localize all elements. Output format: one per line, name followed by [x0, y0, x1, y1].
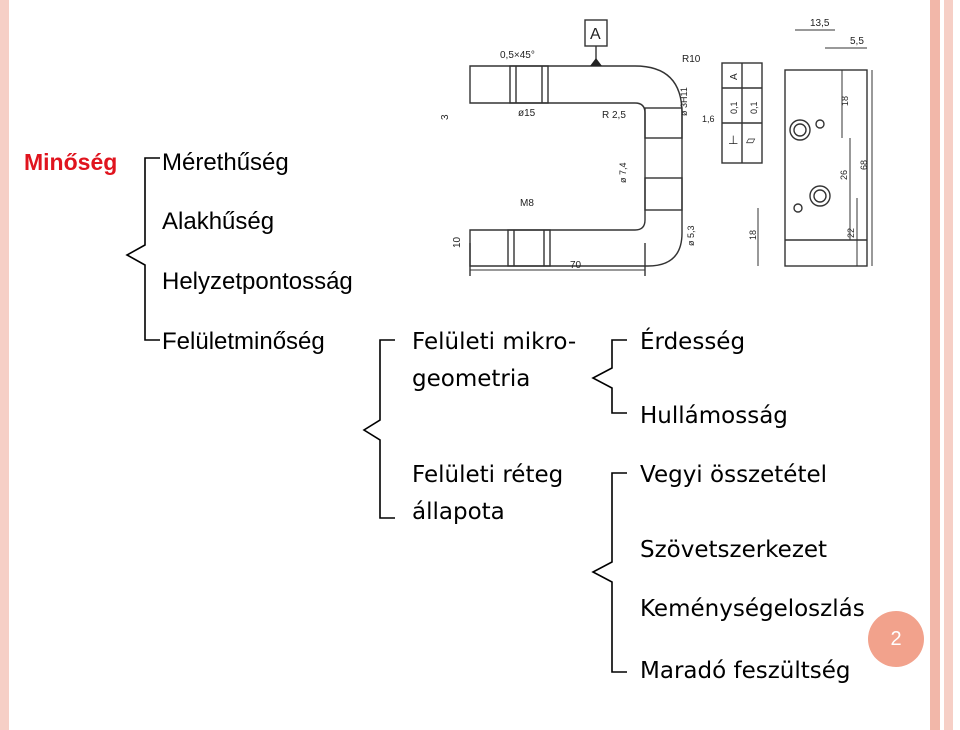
dimension-26-label: 26	[839, 170, 849, 180]
dimension-5-5-label: 5,5	[850, 36, 864, 47]
tolerance-0-1-first: 0,1	[729, 101, 739, 114]
root-bracket	[125, 157, 160, 341]
right-edge-strip-outer	[944, 0, 953, 730]
chamfer-label: 0,5×45°	[500, 50, 535, 61]
dimension-18-label: 18	[840, 96, 850, 106]
radius-2-5-label: R 2,5	[602, 110, 626, 121]
node-waviness: Hullámosság	[640, 403, 788, 429]
right-edge-strip	[930, 0, 940, 730]
dimension-13-5-label: 13,5	[810, 18, 830, 29]
left-edge-strip	[0, 0, 9, 730]
node-residual-stress: Maradó feszültség	[640, 658, 851, 684]
dimension-70-label: 70	[570, 260, 582, 271]
perpendicularity-symbol: ⊥	[728, 133, 738, 147]
node-surface-layer-line2: állapota	[412, 499, 505, 525]
dimension-18-bottom-label: 18	[748, 230, 758, 240]
node-microgeometry-line1: Felületi mikro-	[412, 329, 577, 355]
diameter-7-4-label: ø 7,4	[618, 162, 628, 183]
dimension-10-label: 10	[452, 236, 463, 248]
diameter-15-label: ø15	[518, 108, 536, 119]
tolerance-1-6-label: 1,6	[702, 114, 715, 124]
thread-m8-label: M8	[520, 198, 534, 209]
node-hardness-distribution: Keménységeloszlás	[640, 596, 865, 622]
node-roughness: Érdesség	[640, 329, 746, 355]
technical-drawing: A 0,5×45° ø15 R10 R 2,5 ø 3H11 1,6 ø 7,4…	[440, 18, 873, 276]
microgeometry-bracket	[591, 339, 627, 414]
layer-bracket	[591, 472, 627, 673]
tolerance-datum-a: A	[729, 73, 740, 80]
node-microstructure: Szövetszerkezet	[640, 537, 828, 563]
datum-label: A	[590, 26, 601, 43]
node-surface-layer-line1: Felületi réteg	[412, 462, 564, 488]
node-position-accuracy: Helyzetpontosság	[162, 268, 353, 295]
surface-quality-bracket	[362, 339, 395, 519]
part-outline	[469, 65, 683, 267]
node-microgeometry-line2: geometria	[412, 366, 531, 392]
node-shape-accuracy: Alakhűség	[162, 208, 275, 235]
node-surface-quality: Felületminőség	[162, 328, 325, 355]
datum-triangle	[590, 58, 602, 66]
tree-root-label: Minőség	[24, 149, 118, 175]
page-number-badge: 2	[868, 611, 924, 667]
node-size-accuracy: Mérethűség	[162, 149, 289, 176]
radius-10-label: R10	[682, 54, 701, 65]
diameter-5-3-label: ø 5,3	[686, 225, 696, 246]
dimension-22-label: 22	[846, 228, 856, 238]
diameter-3h11-label: ø 3H11	[679, 87, 689, 116]
dimension-68-label: 68	[859, 160, 869, 170]
node-chemical-composition: Vegyi összetétel	[640, 462, 827, 488]
flatness-symbol: ▱	[746, 133, 756, 147]
dimension-3-label: 3	[440, 114, 451, 120]
tolerance-0-1-second: 0,1	[749, 101, 759, 114]
